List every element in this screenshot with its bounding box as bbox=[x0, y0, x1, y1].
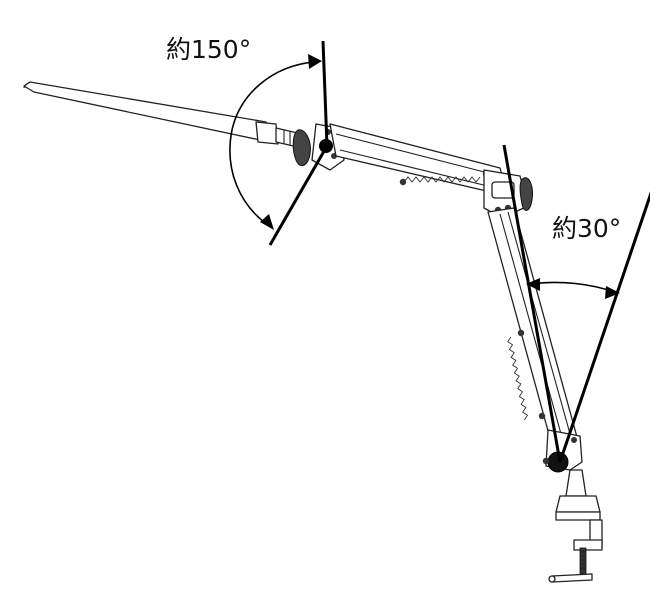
head-angle-arrow-bottom bbox=[260, 214, 274, 230]
elbow-knob bbox=[519, 177, 533, 211]
head-angle-arrow-top bbox=[308, 54, 322, 69]
lower-spring bbox=[507, 329, 546, 421]
head-knob bbox=[292, 129, 311, 167]
head-tilt-reference-line bbox=[268, 145, 329, 246]
head-pivot bbox=[319, 139, 333, 153]
head-vertical-reference-line bbox=[321, 40, 329, 147]
arm-angle-arc bbox=[531, 281, 615, 293]
lamp-head bbox=[23, 81, 303, 149]
arm-vertical-reference-line bbox=[502, 144, 562, 463]
arm-tilt-reference-line bbox=[558, 191, 650, 463]
head-angle-arc bbox=[229, 61, 315, 226]
lower-arm bbox=[487, 207, 581, 461]
arm-angle-arrow-left bbox=[526, 278, 540, 291]
head-angle-label: 約150° bbox=[166, 35, 251, 64]
upper-arm bbox=[329, 123, 509, 197]
arm-angle-label: 約30° bbox=[552, 214, 621, 243]
arm-angle-indicator bbox=[502, 144, 650, 463]
clamp-base bbox=[548, 469, 603, 583]
arm-angle-arrow-right bbox=[605, 286, 620, 299]
head-angle-indicator bbox=[229, 40, 333, 246]
